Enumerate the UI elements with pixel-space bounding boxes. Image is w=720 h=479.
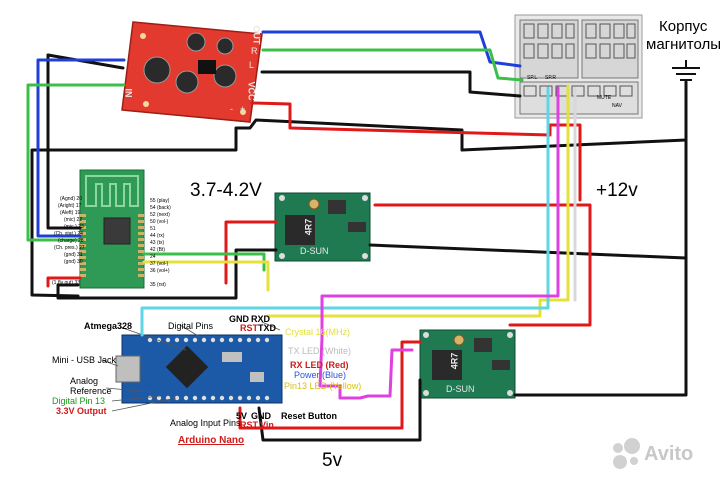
bt-pin-left: (Aright) 17 [58, 203, 82, 209]
arduino-power-led-label: Power (Blue) [294, 370, 347, 380]
bt-pin-left: (mic) 22 [64, 217, 83, 223]
bt-pin-left: (Agnd) 20 [60, 196, 82, 202]
voltage-in-label: 3.7-4.2V [190, 180, 262, 201]
amp-out-label: OUT [251, 25, 262, 45]
converter-bottom-marking: 4R7 [449, 352, 460, 370]
bt-pin-right: 35 (rst) [150, 282, 166, 288]
wire-yellow-arduino [266, 298, 542, 318]
amplifier-board [121, 21, 263, 123]
bt-pin-right: 24 [150, 254, 156, 260]
amp-vcc-label: VCC [246, 81, 257, 101]
bt-pin-right: 52 (next) [150, 212, 170, 218]
dc-dc-converter-top [274, 192, 371, 262]
wire-black-amp-radio [260, 70, 522, 98]
bt-pin-right: 36 (vol+) [150, 268, 170, 274]
arduino-analog-pins-label: Analog Input Pins [170, 418, 241, 428]
arduino-rst-bottom-label: RST [240, 420, 258, 430]
bt-pin-left: (charge) 28 [58, 238, 84, 244]
bt-pin-left: (mic-) 23 [64, 224, 84, 230]
arduino-rxd-label: RXD [251, 314, 271, 324]
converter-bottom-brand: D-SUN [446, 384, 475, 394]
wire-green-bt-to-converter [142, 252, 266, 272]
wire-red-amp-vcc [250, 101, 582, 202]
wire-blue-bt-audio [36, 58, 126, 238]
wire-blue-amp-out-r [261, 30, 522, 68]
arduino-reset-label: Reset Button [281, 411, 337, 421]
avito-logo [613, 438, 640, 469]
wire-green-bt-audio [26, 83, 126, 242]
bt-pin-left: (Ch. stat.) 24 [54, 231, 83, 237]
wire-red-bt-left [46, 276, 82, 288]
converter-top-marking: 4R7 [303, 218, 314, 236]
arduino-atmega-label: Atmega328 [84, 321, 133, 331]
bt-pin-left: (1.8v out) 33 [52, 280, 81, 286]
arduino-3v3-label: 3.3V Output [56, 406, 107, 416]
bt-pin-left: (Aleft) 19 [60, 210, 81, 216]
radio-connector [514, 14, 643, 119]
bluetooth-module [79, 169, 145, 289]
arduino-rx-led-label: RX LED (Red) [290, 360, 349, 370]
chassis-label-line2: магнитолы [646, 36, 720, 53]
converter-top-brand: D-SUN [300, 246, 329, 256]
chassis-ground-symbol [672, 60, 700, 81]
amp-r-label: R [251, 46, 258, 56]
radio-spl-label: SP.L [527, 75, 538, 81]
bt-pin-right: 50 (vol-) [150, 219, 169, 225]
bt-pin-right: 43 (tx) [150, 240, 165, 246]
amp-l-label: L [249, 60, 255, 70]
bt-pin-right: 51 [150, 226, 156, 232]
wire-black-bt-bottom [56, 248, 278, 300]
arduino-digital-pins-label: Digital Pins [168, 321, 214, 331]
arduino-gnd-top-label: GND [229, 314, 249, 324]
bt-pin-left: (gnd) 30 [64, 259, 83, 265]
arduino-nano [115, 334, 283, 404]
arduino-5v-label: 5V [236, 411, 248, 421]
wire-green-amp-out-l [261, 48, 524, 82]
wire-red-12v [373, 203, 592, 327]
arduino-rst-top-label: RST [240, 323, 258, 333]
arduino-pointer-lines [101, 321, 281, 412]
supply-5v-label: 5v [322, 450, 343, 471]
arduino-gnd-bottom-label: GND [251, 411, 271, 421]
bt-pin-right: 37 (vol-) [150, 261, 169, 267]
arduino-txd-label: TXD [258, 323, 276, 333]
amp-plus-label: + [240, 104, 246, 114]
supply-12v-label: +12v [596, 180, 638, 201]
arduino-tx-led-label: TX LED (White) [288, 346, 352, 356]
bt-pin-left: (Ch. pres.) 27 [54, 245, 85, 251]
bt-pin-left: (gnd) 31 [64, 252, 83, 258]
radio-mute-label: MUTE [597, 95, 612, 101]
bt-pin-right: 54 (back) [150, 205, 171, 211]
bt-pin-right: 42 (Bt) [150, 247, 166, 253]
wire-cyan-radio [140, 86, 550, 337]
wire-black-radio-ground [30, 118, 688, 298]
arduino-usb-label: Mini - USB Jack [52, 355, 117, 365]
wire-black-ground-chassis [513, 80, 688, 397]
wire-yellow-bt-to-top [142, 260, 270, 292]
arduino-crystal-label: Crystal 16(MHz) [285, 327, 351, 337]
arduino-pin13-led-label: Pin13 LED (Yellow) [284, 381, 362, 391]
arduino-digital13-label: Digital Pin 13 [52, 396, 106, 406]
amp-minus-label: - [230, 104, 233, 114]
arduino-vin-label: Vin [260, 420, 274, 430]
wire-red-5v [238, 340, 422, 430]
arduino-name-label: Arduino Nano [178, 435, 245, 446]
bt-pin-right: 44 (rx) [150, 233, 165, 239]
wire-magenta-radio [318, 86, 560, 400]
wire-black-converter-top-ground [368, 243, 688, 260]
avito-watermark: Avito [644, 443, 694, 465]
dc-dc-converter-bottom [419, 329, 516, 399]
radio-nav-label: NAV [612, 103, 622, 109]
chassis-label-line1: Корпус [659, 18, 708, 35]
wire-black-arduino-gnd [257, 378, 422, 442]
radio-spr-label: SP.R [545, 75, 557, 81]
amp-in-label: IN [123, 88, 134, 98]
bt-pin-right: 55 (play) [150, 198, 170, 204]
wire-black-bt-left [46, 53, 82, 230]
arduino-analog-ref-label: Analog Reference [70, 376, 112, 396]
